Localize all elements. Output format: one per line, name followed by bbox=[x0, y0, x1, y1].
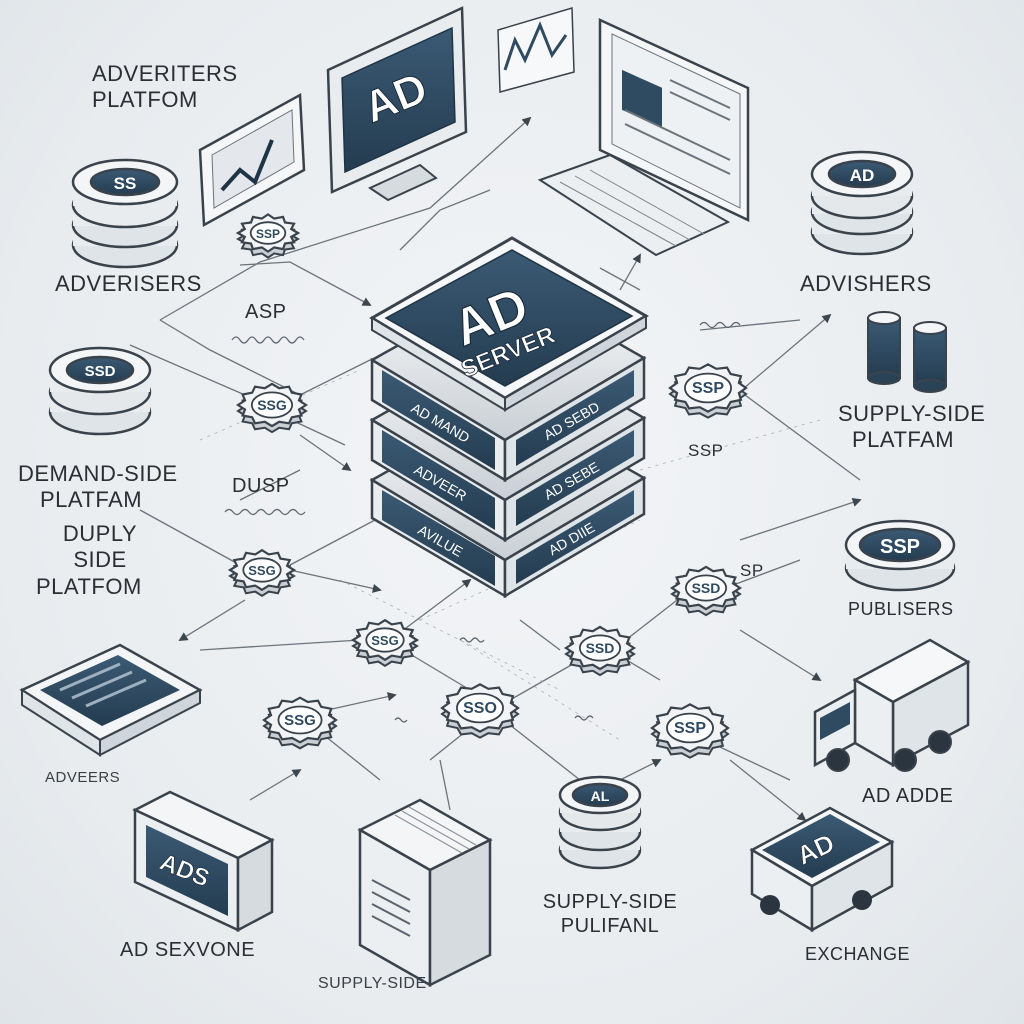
gear-node-g7: SSD bbox=[563, 625, 637, 677]
label-supply-side-pub-1: SUPPLY-SIDE bbox=[542, 891, 678, 913]
gear-label-g3: SSG bbox=[248, 563, 275, 578]
label-demand-side-2: PLATFAM bbox=[40, 487, 143, 512]
coin-stack-mid-left: SSD bbox=[48, 346, 152, 436]
label-adveers: ADVEERS bbox=[45, 769, 121, 786]
gear-node-g2: SSG bbox=[235, 382, 309, 434]
coin-ssp-text: SSP bbox=[880, 536, 920, 558]
label-ssp-right: SSP bbox=[688, 441, 724, 460]
coin-stack-top-right: AD bbox=[810, 150, 914, 256]
delivery-truck-right bbox=[813, 638, 971, 772]
gear-label-g5: SSO bbox=[463, 700, 497, 717]
coin-top-right-text: AD bbox=[850, 166, 875, 185]
label-supply-side-bottom: SUPPLY-SIDE bbox=[318, 975, 427, 992]
coin-top-left-text: SS bbox=[114, 174, 137, 193]
document-rack bbox=[357, 798, 493, 988]
database-cylinders bbox=[867, 311, 947, 393]
label-dusp: DUSP bbox=[232, 475, 290, 497]
coin-mid-left-text: SSD bbox=[85, 363, 116, 380]
label-supply-side-right-1: SUPPLY-SIDE bbox=[838, 401, 986, 426]
gear-node-g9: SSP bbox=[668, 363, 748, 419]
coin-bottom-text: AL bbox=[591, 788, 610, 804]
label-asp: ASP bbox=[245, 301, 287, 323]
label-advertisers-platform-1: ADVERITERS bbox=[92, 61, 238, 86]
gear-label-g10: SSP bbox=[674, 720, 706, 737]
analytics-monitor bbox=[198, 92, 306, 228]
scribble-marks bbox=[224, 321, 741, 723]
label-duply-1: DUPLY bbox=[62, 521, 138, 546]
gear-label-g2: SSG bbox=[257, 397, 287, 413]
gear-node-g5: SSO bbox=[440, 683, 520, 739]
label-duply-2: SIDE bbox=[73, 547, 127, 572]
label-sp-right: SP bbox=[740, 561, 764, 580]
gear-label-g4: SSG bbox=[284, 712, 316, 729]
label-ad-adde: AD ADDE bbox=[862, 785, 954, 807]
desktop-computer bbox=[537, 18, 750, 257]
gear-label-g9: SSP bbox=[692, 380, 724, 397]
gear-label-g8: SSD bbox=[692, 580, 721, 596]
label-exchange: EXCHANGE bbox=[805, 944, 911, 964]
label-ad-sexvone: AD SEXVONE bbox=[120, 939, 256, 961]
gear-node-g10: SSP bbox=[650, 703, 730, 759]
label-duply-3: PLATFOM bbox=[36, 574, 142, 599]
label-advishers: ADVISHERS bbox=[800, 271, 932, 296]
label-demand-side-1: DEMAND-SIDE bbox=[18, 461, 178, 486]
label-supply-side-right-2: PLATFAM bbox=[852, 427, 955, 452]
gear-label-g6: SSG bbox=[371, 633, 398, 648]
gear-node-g4: SSG bbox=[262, 696, 338, 750]
label-advertisers-platform-2: PLATFOM bbox=[92, 87, 198, 112]
coin-stack-bottom: AL bbox=[558, 775, 642, 870]
coin-stack-ssp: SSP bbox=[844, 519, 956, 592]
laptop-device bbox=[19, 643, 203, 757]
coin-stack-top-left: SS bbox=[71, 158, 179, 269]
ad-monitor: AD bbox=[326, 6, 468, 202]
label-advertisers-left: ADVERISERS bbox=[55, 271, 202, 296]
gear-label-g1: SSP bbox=[256, 227, 280, 241]
ad-server: AVILUE AD DIIE ADVEER AD SEBE AD MAND AD… bbox=[369, 236, 649, 599]
gear-node-g6: SSG bbox=[350, 618, 420, 667]
server-top: AD SERVER bbox=[369, 236, 649, 412]
ads-terminal: ADS bbox=[132, 790, 275, 933]
delivery-truck-ad: AD bbox=[749, 806, 895, 933]
gear-node-g1: SSP bbox=[235, 213, 301, 259]
gear-label-g7: SSD bbox=[586, 640, 615, 656]
gear-node-g3: SSG bbox=[227, 548, 297, 597]
gear-node-g8: SSD bbox=[669, 565, 743, 617]
label-publisers: PUBLISERS bbox=[848, 599, 954, 619]
gear-nodes: SSP SSG SSG SSG SSO SSG SSD SSD SSP SSP bbox=[227, 213, 748, 759]
label-supply-side-pub-2: PULIFANL bbox=[560, 915, 660, 937]
chart-panel bbox=[497, 7, 575, 93]
